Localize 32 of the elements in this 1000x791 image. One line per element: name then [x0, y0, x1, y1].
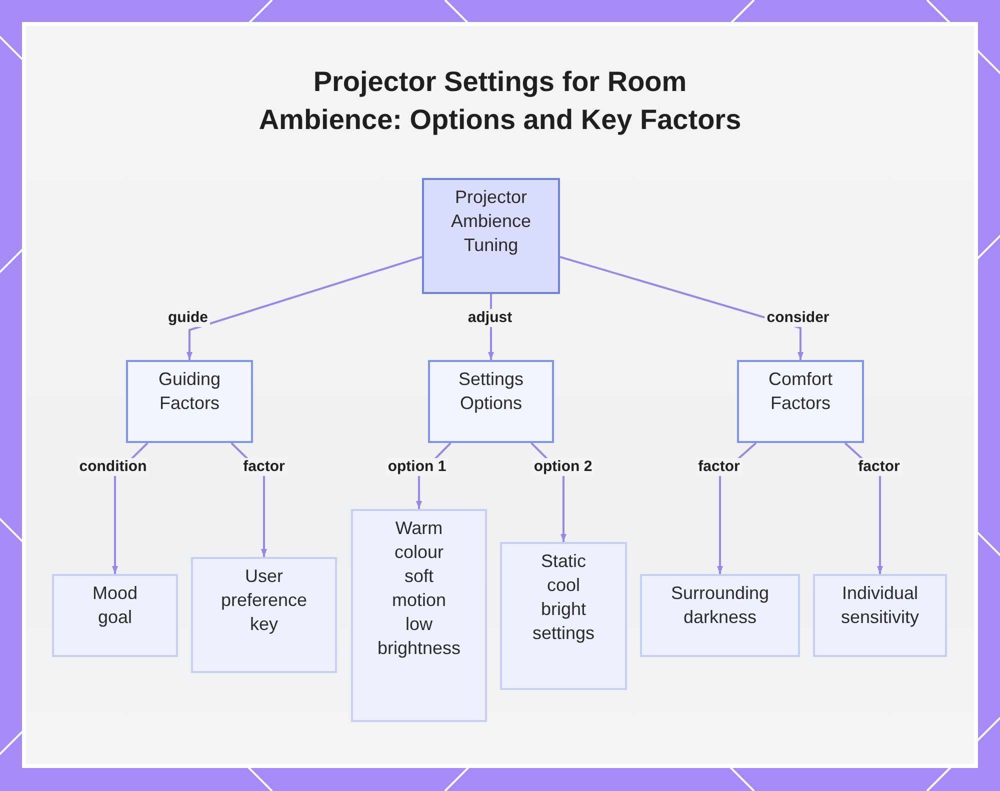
node-label: Mood goal	[92, 582, 138, 629]
node-label: Projector Ambience Tuning	[450, 186, 532, 257]
detail-box	[52, 574, 178, 657]
category-box	[126, 360, 253, 443]
diagram-title: Projector Settings for Room Ambience: Options and Key Factors	[258, 65, 742, 137]
edge-label: guide	[166, 309, 210, 327]
edge-label: option 1	[386, 458, 448, 476]
detail-box	[191, 557, 337, 673]
node-label: User preference key	[220, 565, 308, 636]
node-label: Settings Options	[458, 368, 524, 415]
edge-label: option 2	[532, 458, 594, 476]
edge-label: factor	[696, 458, 742, 476]
detail-box	[813, 574, 947, 657]
category-box	[737, 360, 864, 443]
node-label: Individual sensitivity	[840, 582, 919, 629]
category-box	[428, 360, 554, 443]
node-label: Static cool bright settings	[532, 550, 595, 645]
edge-label: consider	[764, 309, 832, 327]
node-label: Warm colour soft motion low brightness	[377, 517, 461, 660]
root-topic-box	[422, 178, 560, 294]
connector-arrow	[186, 256, 422, 360]
node-label: Guiding Factors	[158, 368, 221, 415]
edge-label: adjust	[466, 309, 514, 327]
detail-box	[500, 542, 627, 690]
node-label: Surrounding darkness	[670, 582, 770, 629]
detail-box	[640, 574, 800, 657]
edge-label: factor	[241, 458, 287, 476]
edge-label: factor	[856, 458, 902, 476]
node-label: Comfort Factors	[768, 368, 832, 415]
edge-label: condition	[77, 458, 149, 476]
detail-box	[351, 509, 487, 722]
connector-arrow	[560, 256, 804, 360]
